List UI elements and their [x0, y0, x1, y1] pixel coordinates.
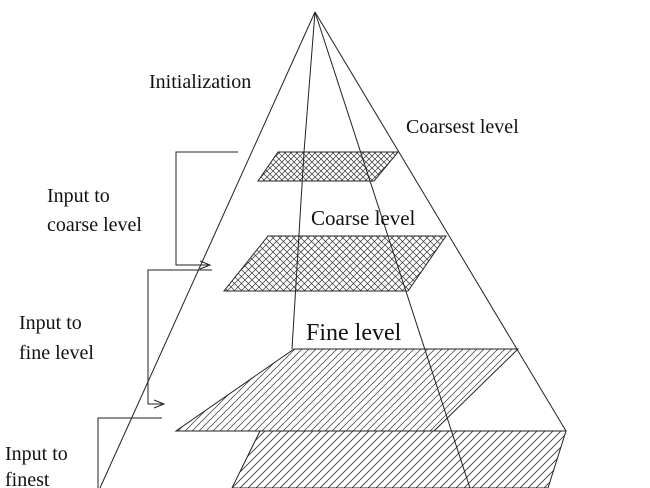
input-coarse-line-1: Input to — [47, 185, 110, 207]
input-fine-label: Input to fine level — [19, 308, 94, 368]
pyramid-edges — [99, 11, 567, 488]
input-fine-line-2: fine level — [19, 342, 94, 364]
finest-level-plane — [231, 430, 567, 488]
input-finest-line-2: finest — [5, 469, 50, 488]
coarsest-level-plane — [257, 151, 400, 182]
input-finest-bracket — [97, 417, 162, 488]
input-fine-line-1: Input to — [19, 312, 82, 334]
coarse-level-label: Coarse level — [311, 206, 416, 230]
coarse-level-plane — [222, 235, 447, 292]
coarsest-level-label: Coarsest level — [406, 116, 519, 138]
initialization-label: Initialization — [149, 71, 252, 93]
input-coarse-line-2: coarse level — [47, 214, 142, 236]
input-finest-line-1: Input to — [5, 443, 68, 465]
input-finest-label: Input to finest — [5, 441, 68, 488]
input-fine-bracket — [147, 269, 212, 409]
fine-level-label: Fine level — [306, 320, 402, 346]
input-coarse-bracket — [175, 151, 238, 270]
input-coarse-label: Input to coarse level — [47, 182, 142, 240]
fine-level-plane — [174, 348, 520, 432]
